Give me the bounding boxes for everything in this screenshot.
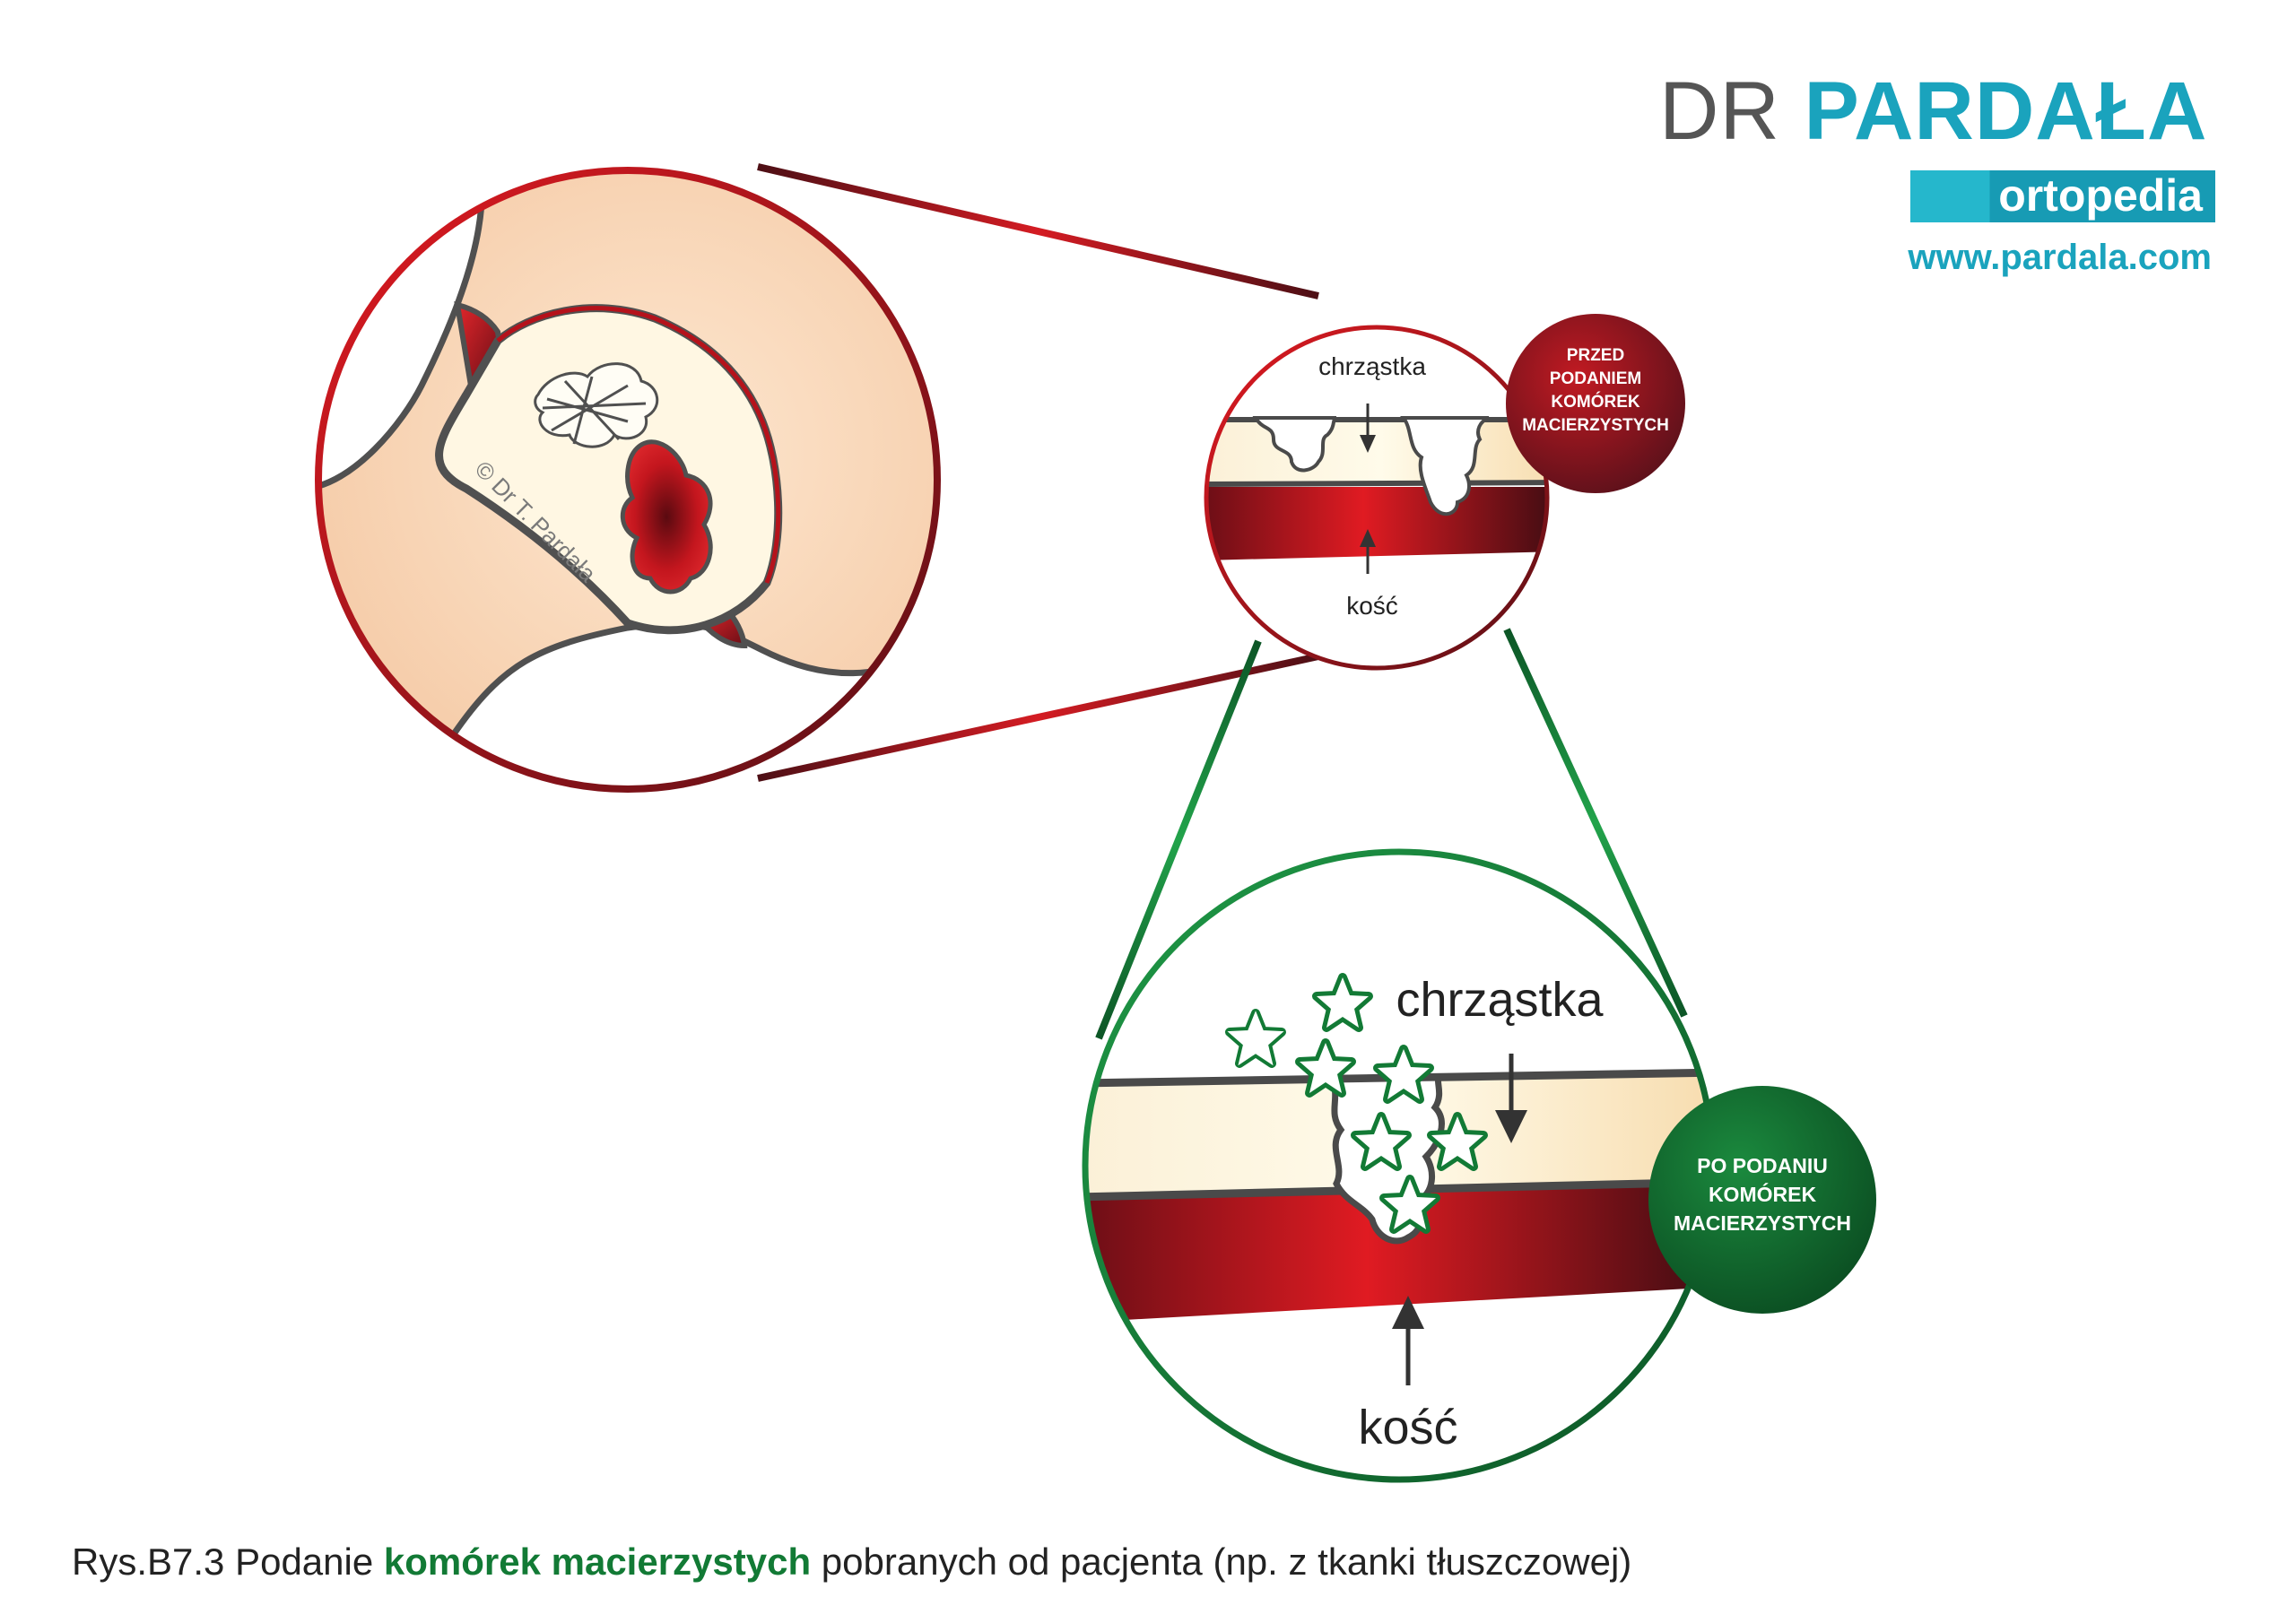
before-badge-line-1: PRZED — [1567, 346, 1624, 365]
after-badge-line-1: PO PODANIU — [1697, 1154, 1828, 1177]
brand-tagline-bar: ortopedia — [1910, 170, 2215, 222]
stem-cells — [1225, 973, 1488, 1234]
connector-line-top — [757, 163, 1319, 299]
arrow-bone-before — [1360, 529, 1376, 574]
tissue-scribble — [534, 362, 659, 448]
brand-name-prefix: DR — [1659, 65, 1780, 157]
brand-name-main: PARDAŁA — [1804, 65, 2208, 157]
arrow-cartilage-after — [1495, 1054, 1527, 1143]
arrow-bone-after — [1392, 1296, 1424, 1385]
label-cartilage-after: chrząstka — [1396, 973, 1604, 1027]
brand-logo: DR PARDAŁA — [1659, 70, 2207, 152]
after-circle: chrząstka kość — [1082, 848, 1717, 1483]
caption-suffix: pobranych od pacjenta (np. z tkanki tłus… — [811, 1541, 1632, 1583]
after-badge: PO PODANIU KOMÓREK MACIERZYSTYCH — [1648, 1086, 1876, 1314]
label-bone-after: kość — [1358, 1401, 1457, 1454]
brand-url: www.pardala.com — [1908, 238, 2212, 277]
stem-cell-star — [1351, 1112, 1412, 1171]
caption-prefix: Rys.B7.3 Podanie — [72, 1541, 384, 1583]
stem-cell-star — [1295, 1038, 1356, 1098]
after-badge-line-2: KOMÓREK — [1709, 1182, 1817, 1206]
label-cartilage-before: chrząstka — [1318, 352, 1426, 380]
connector-line-green-right — [1503, 628, 1688, 1018]
before-badge-line-3: KOMÓREK — [1551, 392, 1640, 412]
stem-cell-star — [1225, 1009, 1286, 1068]
connector-line-green-left — [1095, 639, 1262, 1040]
caption-highlight: komórek macierzystych — [383, 1541, 812, 1583]
figure-caption: Rys.B7.3 Podanie komórek macierzystych p… — [72, 1541, 1631, 1584]
anatomy-circle: © Dr T. Pardała — [315, 167, 941, 793]
brand-tagline: ortopedia — [1998, 170, 2203, 221]
before-badge-line-4: MACIERZYSTYCH — [1522, 416, 1669, 435]
label-bone-before: kość — [1346, 592, 1398, 620]
before-badge: PRZED PODANIEM KOMÓREK MACIERZYSTYCH — [1506, 314, 1685, 493]
stem-cell-star — [1373, 1045, 1434, 1104]
before-badge-line-2: PODANIEM — [1550, 369, 1641, 388]
arrow-cartilage-before — [1360, 404, 1376, 453]
stem-cell-star — [1427, 1112, 1488, 1171]
before-circle: chrząstka kość — [1204, 325, 1550, 671]
after-badge-line-3: MACIERZYSTYCH — [1674, 1211, 1851, 1235]
stem-cell-star — [1312, 973, 1373, 1032]
stem-cell-star — [1379, 1175, 1440, 1234]
connector-line-bottom — [757, 653, 1319, 782]
